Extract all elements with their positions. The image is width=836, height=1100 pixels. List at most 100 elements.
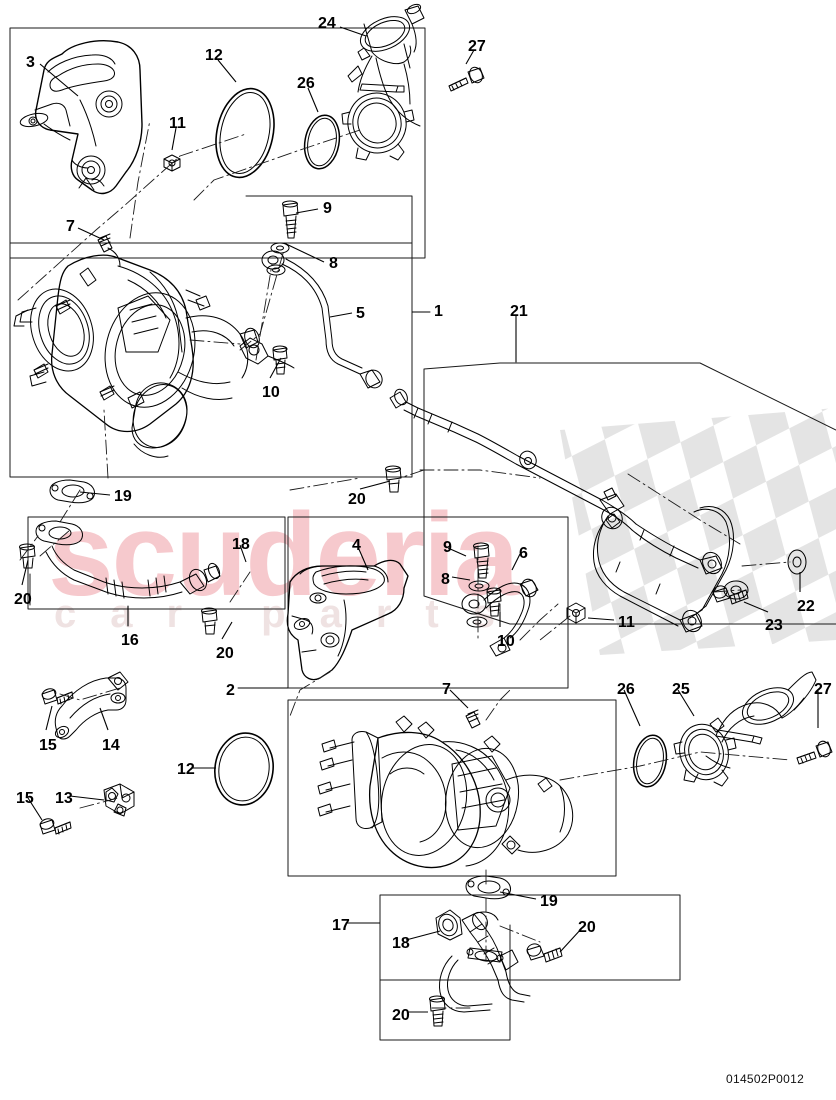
leader-line-18	[239, 544, 247, 563]
callout-27: 27	[468, 38, 486, 55]
part-washer-8b	[466, 580, 490, 628]
leader-line-12	[217, 59, 237, 83]
part-turbocharger-left	[13, 233, 260, 458]
callout-3: 3	[26, 54, 35, 71]
callout-11: 11	[169, 115, 186, 132]
callout-20: 20	[14, 591, 32, 608]
watermark-brand: scuderia	[48, 489, 519, 621]
leader-line-19	[79, 491, 111, 496]
leader-line-3	[39, 63, 79, 97]
part-gasket-19a	[49, 479, 95, 504]
leader-line-19	[499, 891, 537, 900]
leader-line-20	[21, 559, 29, 586]
callout-8: 8	[329, 255, 338, 272]
leader-line-20	[359, 480, 391, 490]
callout-17: 17	[332, 917, 350, 934]
part-turbocharger-right	[317, 709, 574, 869]
part-washer-22	[723, 549, 807, 600]
callout-4: 4	[352, 537, 361, 554]
leader-line-10	[269, 357, 282, 379]
part-oring-26a	[303, 114, 341, 170]
part-oil-return-pipe-16	[35, 520, 221, 599]
leader-line-27	[465, 49, 475, 65]
callout-10: 10	[497, 633, 515, 650]
part-bolt-20a	[385, 465, 402, 493]
part-oring-12a	[215, 87, 275, 179]
callout-21: 21	[510, 303, 528, 320]
assembly-axes	[17, 119, 791, 1009]
part-bolt-10b	[486, 587, 502, 617]
part-oil-pipe-5	[239, 250, 383, 389]
leader-line-26	[307, 87, 319, 113]
part-bracket-13	[103, 783, 135, 817]
callout-20: 20	[578, 919, 596, 936]
callout-15: 15	[16, 790, 34, 807]
part-bolt-27a	[448, 66, 485, 92]
callout-12: 12	[177, 761, 195, 778]
callout-20: 20	[348, 491, 366, 508]
part-nut-11a	[163, 154, 181, 172]
part-bolt-20d	[526, 943, 563, 963]
callout-18: 18	[232, 536, 250, 553]
callout-19: 19	[540, 893, 558, 910]
leader-line-18	[405, 930, 441, 941]
callout-13: 13	[55, 790, 73, 807]
part-oil-pipe-6	[461, 578, 539, 657]
part-bolt-20c	[201, 607, 218, 635]
part-heat-shield-4	[286, 559, 409, 681]
leader-line-8	[283, 242, 325, 263]
leader-line-24	[339, 26, 367, 37]
callout-26: 26	[617, 681, 635, 698]
callout-26: 26	[297, 75, 315, 92]
leader-line-5	[329, 312, 353, 318]
part-bolt-23	[712, 585, 749, 605]
part-bolt-27b	[796, 740, 833, 765]
leader-line-11	[171, 127, 177, 151]
leader-line-26	[623, 689, 641, 727]
callout-19: 19	[114, 488, 132, 505]
leader-line-15	[27, 797, 43, 821]
leader-line-9	[295, 208, 319, 214]
part-oil-return-pipe-17	[435, 909, 531, 1013]
leader-line-23	[743, 601, 769, 613]
callout-20: 20	[392, 1007, 410, 1024]
part-coolant-line-21	[389, 388, 734, 633]
callout-leaders	[21, 26, 819, 1013]
part-bolt-20e	[429, 995, 446, 1027]
leader-line-4	[357, 546, 369, 571]
callout-12: 12	[205, 47, 223, 64]
callout-10: 10	[262, 384, 280, 401]
leader-line-7	[449, 689, 469, 709]
callout-9: 9	[323, 200, 332, 217]
callout-23: 23	[765, 617, 783, 634]
leader-line-8	[451, 576, 471, 581]
callout-24: 24	[318, 15, 336, 32]
callout-25: 25	[672, 681, 690, 698]
part-bolt-15b	[39, 818, 72, 835]
part-bolt-9b	[473, 542, 490, 579]
group-brackets	[29, 311, 517, 924]
part-intake-elbow-25	[673, 671, 817, 787]
callout-20: 20	[216, 645, 234, 662]
callout-18: 18	[392, 935, 410, 952]
part-bolt-20b	[19, 543, 36, 569]
callout-27: 27	[814, 681, 832, 698]
part-oring-26b	[632, 734, 668, 788]
callout-2: 2	[226, 682, 235, 699]
callout-7: 7	[66, 218, 75, 235]
group-boxes	[9, 27, 836, 1041]
leader-line-11	[587, 617, 615, 621]
leader-line-14	[99, 707, 109, 731]
part-bolt-9a	[282, 200, 299, 239]
drawing-code: 014502P0012	[726, 1072, 805, 1086]
callout-11: 11	[618, 614, 635, 631]
callout-8: 8	[441, 571, 450, 588]
leader-line-15	[45, 705, 53, 731]
callout-1: 1	[434, 303, 443, 320]
part-heat-shield-3	[19, 40, 143, 195]
part-nut-11b	[566, 602, 586, 624]
callout-9: 9	[443, 539, 452, 556]
callout-6: 6	[519, 545, 528, 562]
